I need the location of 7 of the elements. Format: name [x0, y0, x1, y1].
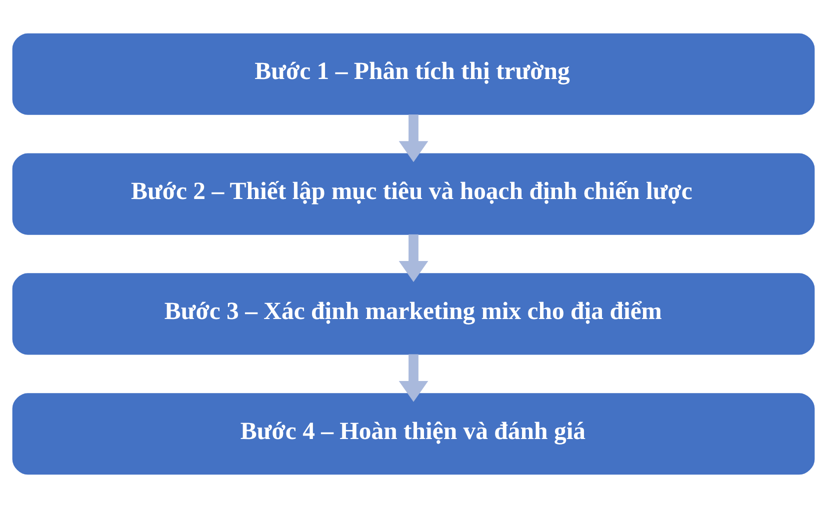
node-box: Bước 1 – Phân tích thị trường [12, 33, 815, 115]
arrow [398, 234, 428, 282]
arrow [398, 114, 428, 162]
node-box: Bước 2 – Thiết lập mục tiêu và hoạch định chiến lược [12, 153, 815, 235]
arrow [398, 354, 428, 402]
node-box: Bước 3 – Xác định marketing mix cho địa điểm [12, 273, 815, 355]
node-box: Bước 4 – Hoàn thiện và đánh giá [12, 393, 815, 475]
